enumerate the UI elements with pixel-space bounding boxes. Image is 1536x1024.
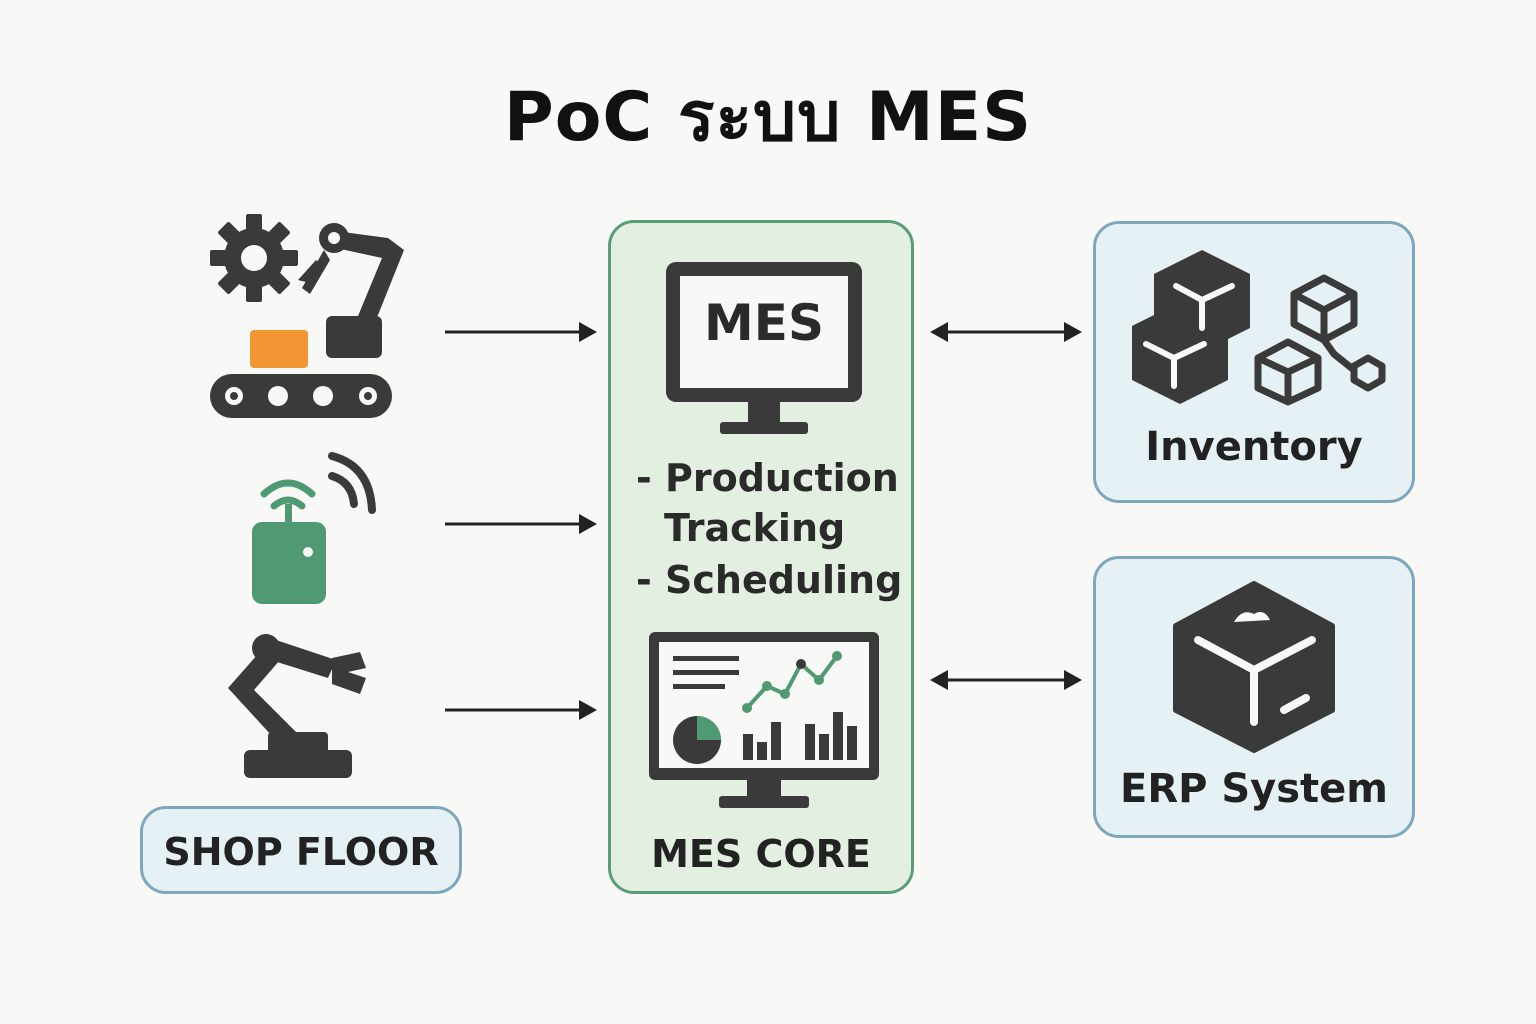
arrow-core-erp	[930, 670, 1082, 690]
network-cubes-icon	[1254, 274, 1386, 406]
box-icon	[1173, 581, 1335, 753]
page-title: PoC ระบบ MES	[503, 78, 1033, 157]
arrow-shopfloor-to-core-2	[445, 514, 597, 534]
feature-scheduling: - Scheduling	[636, 558, 903, 602]
mes-core-label: MES CORE	[651, 832, 871, 876]
erp-label: ERP System	[1120, 766, 1388, 812]
package-box	[250, 330, 308, 368]
arrow-shopfloor-to-core-3	[445, 700, 597, 720]
iot-sensor-icon	[252, 479, 326, 604]
wifi-signal-icon	[328, 452, 376, 514]
arrow-shopfloor-to-core-1	[445, 322, 597, 342]
robot-manipulator-icon	[228, 634, 366, 778]
monitor-icon	[666, 262, 862, 434]
arrow-core-inventory	[930, 322, 1082, 342]
conveyor-icon	[210, 374, 392, 418]
feature-tracking: Tracking	[664, 506, 846, 550]
inventory-label: Inventory	[1145, 424, 1363, 470]
shop-floor-box	[140, 806, 462, 894]
gear-icon	[210, 214, 298, 302]
dashboard-icon	[649, 632, 879, 808]
monitor-text: MES	[704, 294, 824, 352]
shop-floor-label: SHOP FLOOR	[163, 830, 439, 874]
feature-production: - Production	[636, 456, 899, 500]
cubes-icon	[1132, 250, 1250, 404]
robot-arm-icon	[298, 223, 404, 358]
